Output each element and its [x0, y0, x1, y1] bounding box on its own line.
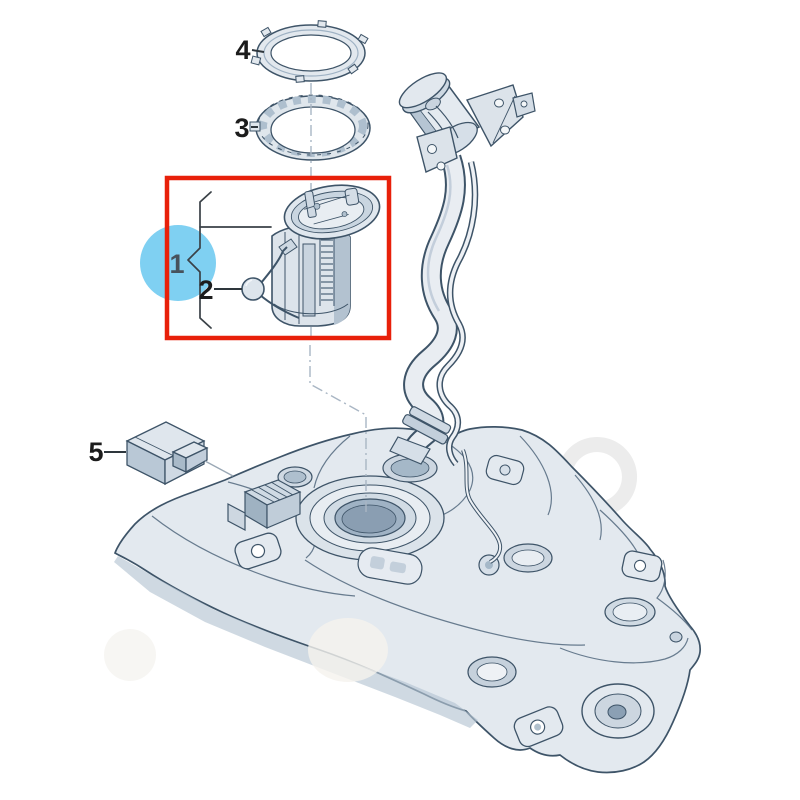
callout-5[interactable]: 5	[88, 437, 126, 467]
pump-guide-spring	[319, 238, 335, 306]
tank-mount-tab-right	[621, 550, 663, 583]
seal-ring-part-4	[250, 20, 369, 83]
tank-mount-tab-left	[234, 532, 282, 570]
tank-pad	[357, 547, 423, 585]
callout-4-label[interactable]: 4	[235, 35, 250, 65]
fuel-tank	[113, 426, 701, 774]
tank-pump-opening	[295, 475, 445, 561]
control-module-part-5	[125, 421, 209, 486]
callout-2-label[interactable]: 2	[198, 275, 213, 305]
tank-grommet	[581, 683, 655, 739]
tank-connector-block	[227, 479, 302, 531]
tank-vent-tube	[461, 449, 503, 564]
callout-5-label[interactable]: 5	[88, 437, 103, 467]
tank-mount-tab-bottom	[513, 706, 564, 748]
pump-flange	[283, 184, 381, 240]
module-leader-line	[204, 460, 234, 477]
filler-pipe	[389, 154, 479, 467]
callout-3-label[interactable]: 3	[234, 113, 249, 143]
fuel-level-float	[241, 246, 300, 319]
tank-mount-tab-top-right	[485, 454, 525, 486]
callout-4[interactable]: 4	[235, 35, 265, 65]
callout-3[interactable]: 3	[234, 113, 258, 143]
callout-1[interactable]: 1	[169, 249, 184, 279]
callout-1-label[interactable]: 1	[169, 249, 184, 279]
pipe-coupling	[402, 406, 452, 445]
selected-part-highlight-box	[164, 175, 392, 341]
watermark-blobs	[104, 618, 388, 682]
callout-bracket-part-1	[187, 191, 272, 329]
callout-2[interactable]: 2	[198, 275, 242, 305]
filler-neck	[398, 72, 536, 173]
lock-ring-part-3	[249, 94, 371, 161]
fuel-pump-module	[241, 184, 381, 327]
selected-part-highlight-circle	[140, 225, 216, 301]
